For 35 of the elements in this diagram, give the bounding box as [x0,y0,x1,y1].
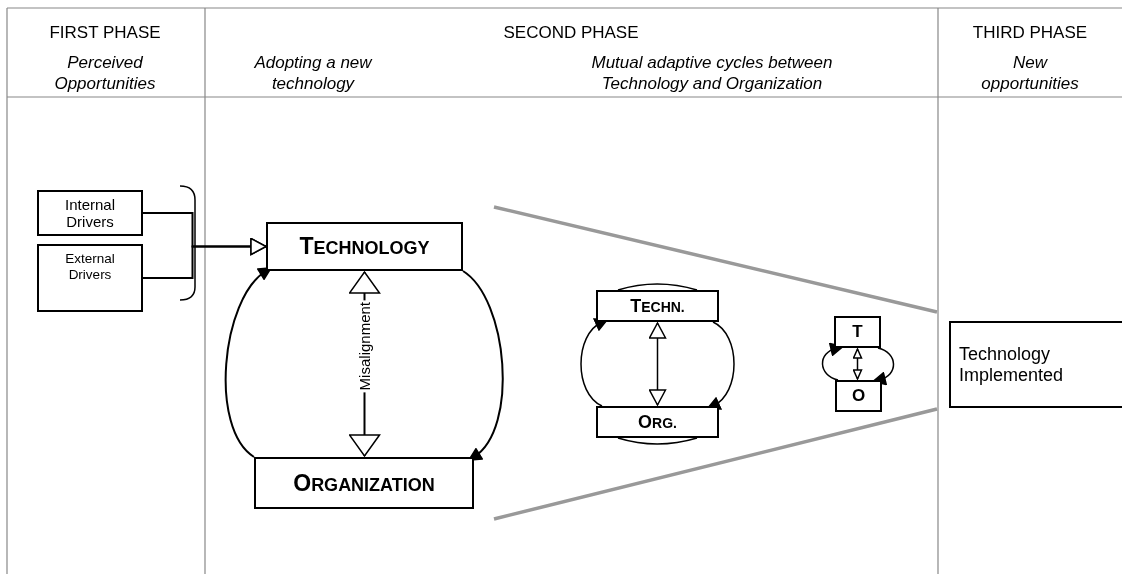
node-text: ORG. [638,411,677,433]
column-subheading: Perceived Opportunities [53,52,157,94]
node-text: ORGANIZATION [293,469,435,497]
arrow [852,348,863,380]
arrow [872,347,895,385]
node-text: TECHN. [630,295,685,317]
process-box [834,316,881,348]
arrow [821,343,844,381]
node-text: Technology Implemented [959,343,1065,386]
process-box [596,406,719,438]
node-text: TECHNOLOGY [299,233,430,260]
node-text: O [851,386,866,406]
arrow [648,322,667,406]
process-box [266,222,463,271]
column-subheading: Adopting a new technology [253,52,374,94]
process-box [949,321,1122,408]
column-heading: SECOND PHASE [502,22,640,43]
edge-label: Misalignment [357,300,373,393]
arrow [224,266,272,458]
node-text: T [852,322,863,342]
column-subheading: New opportunities [980,52,1080,94]
process-box [37,190,143,236]
column-heading: THIRD PHASE [971,22,1089,43]
column-subheading: Mutual adaptive cycles between Technology and Organization [590,52,834,94]
node-text: Internal Drivers [63,196,116,231]
process-box [596,290,719,322]
arrow [462,270,504,462]
process-box [254,457,474,509]
arrow [142,237,267,279]
process-box [835,380,882,412]
node-text: External Drivers [64,251,116,283]
column-heading: FIRST PHASE [48,22,162,43]
process-box [37,244,143,312]
arrow [707,321,735,410]
arrow [580,318,608,407]
